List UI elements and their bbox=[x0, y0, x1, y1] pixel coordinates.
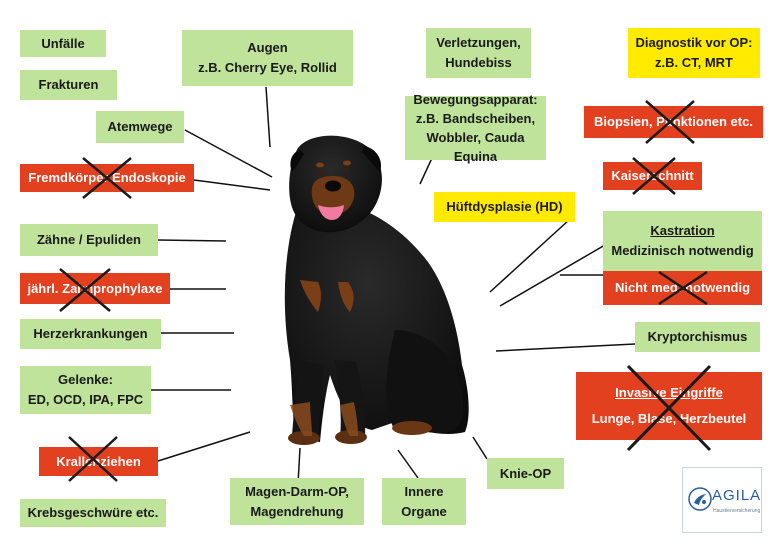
label-unfaelle-text: Unfälle bbox=[41, 35, 85, 51]
label-frakturen-text: Frakturen bbox=[38, 77, 99, 92]
label-kastration: Kastration Medizinisch notwendig bbox=[603, 211, 762, 271]
dog-back-paw bbox=[392, 421, 432, 435]
connector-innere bbox=[397, 449, 419, 479]
connector-knie bbox=[472, 436, 488, 460]
dog-nose bbox=[325, 180, 341, 192]
label-biopsien: Biopsien, Punktionen etc. bbox=[584, 100, 763, 144]
label-verletzungen-line2: Hundebiss bbox=[445, 55, 512, 70]
label-verletzungen: Verletzungen, Hundebiss bbox=[426, 28, 531, 78]
label-knie-op: Knie-OP bbox=[487, 458, 564, 489]
label-hueftdysplasie: Hüftdysplasie (HD) bbox=[434, 192, 575, 222]
label-fremdkoerper-endoskopie: Fremdkörper Endoskopie bbox=[20, 157, 194, 199]
label-diagnostik-line2: z.B. CT, MRT bbox=[655, 55, 733, 70]
label-diagnostik-line1: Diagnostik vor OP: bbox=[635, 35, 753, 50]
agila-paw-icon bbox=[688, 487, 712, 511]
connector-krallen bbox=[157, 431, 251, 462]
agila-logo-wordmark: AGILA bbox=[712, 487, 762, 504]
label-krallen-text: Krallenziehen bbox=[56, 453, 141, 469]
connector-fremdkoerper bbox=[193, 179, 271, 191]
label-zaehne-text: Zähne / Epuliden bbox=[36, 232, 141, 247]
label-innere-line2: Organe bbox=[401, 503, 447, 519]
label-verletzungen-line1: Verletzungen, bbox=[436, 35, 521, 50]
label-kaiserschnitt-text: Kaiserschnitt bbox=[611, 168, 694, 183]
label-magen-line1: Magen-Darm-OP, bbox=[245, 483, 349, 499]
label-invasiv-line1: Invasive Eingriffe bbox=[615, 385, 723, 400]
label-augen-line2: z.B. Cherry Eye, Rollid bbox=[198, 60, 337, 75]
label-diagnostik-vor-op: Diagnostik vor OP: z.B. CT, MRT bbox=[628, 28, 760, 78]
label-kastration-line2: Medizinisch notwendig bbox=[611, 243, 754, 258]
label-unfaelle: Unfälle bbox=[20, 30, 106, 57]
connector-bewegung bbox=[419, 157, 433, 185]
label-krebs-text: Krebsgeschwüre etc. bbox=[27, 505, 159, 520]
connector-hueft bbox=[489, 219, 570, 293]
label-augen-line1: Augen bbox=[247, 40, 288, 55]
label-bewegung-line2: z.B. Bandscheiben, bbox=[415, 111, 536, 126]
label-hueft-text: Hüftdysplasie (HD) bbox=[446, 199, 563, 214]
connector-kastration bbox=[499, 244, 606, 307]
label-innere-line1: Innere bbox=[404, 483, 444, 499]
label-kastration-line1: Kastration bbox=[650, 223, 715, 238]
label-bewegungsapparat: Bewegungsapparat: z.B. Bandscheiben, Wob… bbox=[405, 92, 546, 164]
dog-front-leg-right bbox=[335, 360, 366, 438]
label-bewegung-line1: Bewegungsapparat: bbox=[413, 92, 538, 107]
label-kryptorchismus: Kryptorchismus bbox=[635, 322, 760, 352]
label-invasiv-line2: Lunge, Blase, Herzbeutel bbox=[591, 411, 747, 426]
connector-zaehne bbox=[157, 239, 227, 242]
agila-logo: AGILA Haustierversicherung bbox=[682, 467, 762, 533]
label-atemwege: Atemwege bbox=[96, 111, 184, 143]
dog-haunch bbox=[386, 330, 464, 433]
label-krallenziehen: Krallenziehen bbox=[39, 436, 158, 482]
label-herz-text: Herzerkrankungen bbox=[33, 326, 148, 341]
label-herzerkrankungen: Herzerkrankungen bbox=[20, 319, 161, 349]
label-bewegung-line3: Wobbler, Cauda Equina bbox=[426, 130, 525, 164]
dog-ear-left bbox=[290, 150, 304, 172]
dog-ear-right bbox=[362, 146, 382, 172]
label-zahnprophylaxe: jährl. Zahnprophylaxe bbox=[20, 268, 170, 312]
dog-paw-right bbox=[335, 430, 367, 444]
dog-paw-left bbox=[288, 431, 320, 445]
label-krypto-text: Kryptorchismus bbox=[647, 329, 748, 344]
dog-tongue bbox=[318, 205, 344, 220]
label-augen: Augen z.B. Cherry Eye, Rollid bbox=[182, 30, 353, 86]
connector-atemwege bbox=[184, 129, 273, 178]
label-gelenke: Gelenke: ED, OCD, IPA, FPC bbox=[20, 366, 151, 414]
label-nicht-med-text: Nicht med. notwendig bbox=[614, 280, 751, 295]
dog-eye-right bbox=[343, 167, 349, 173]
label-atemwege-text: Atemwege bbox=[107, 119, 173, 134]
label-magen-darm-op: Magen-Darm-OP, Magendrehung bbox=[230, 478, 364, 525]
label-gelenke-line2: ED, OCD, IPA, FPC bbox=[27, 392, 144, 407]
dog-eye-left bbox=[318, 169, 324, 175]
label-nicht-med-notwendig: Nicht med. notwendig bbox=[603, 270, 762, 306]
label-zahnprophylaxe-text: jährl. Zahnprophylaxe bbox=[27, 280, 163, 296]
agila-logo-tagline: Haustierversicherung bbox=[713, 508, 761, 514]
connector-krypto bbox=[495, 343, 636, 352]
label-biopsien-text: Biopsien, Punktionen etc. bbox=[594, 114, 753, 129]
label-frakturen: Frakturen bbox=[20, 70, 117, 100]
label-fremdkoerper-text: Fremdkörper Endoskopie bbox=[28, 170, 186, 185]
label-kaiserschnitt: Kaiserschnitt bbox=[603, 157, 702, 195]
label-invasive-eingriffe: Invasive Eingriffe Lunge, Blase, Herzbeu… bbox=[576, 364, 762, 452]
label-gelenke-line1: Gelenke: bbox=[58, 372, 113, 387]
label-knie-text: Knie-OP bbox=[499, 465, 552, 481]
label-innere-organe: Innere Organe bbox=[382, 478, 466, 525]
label-zaehne-epuliden: Zähne / Epuliden bbox=[20, 224, 158, 256]
label-magen-line2: Magendrehung bbox=[250, 503, 344, 519]
connector-augen bbox=[265, 86, 271, 148]
label-krebsgeschwuere: Krebsgeschwüre etc. bbox=[20, 499, 166, 527]
